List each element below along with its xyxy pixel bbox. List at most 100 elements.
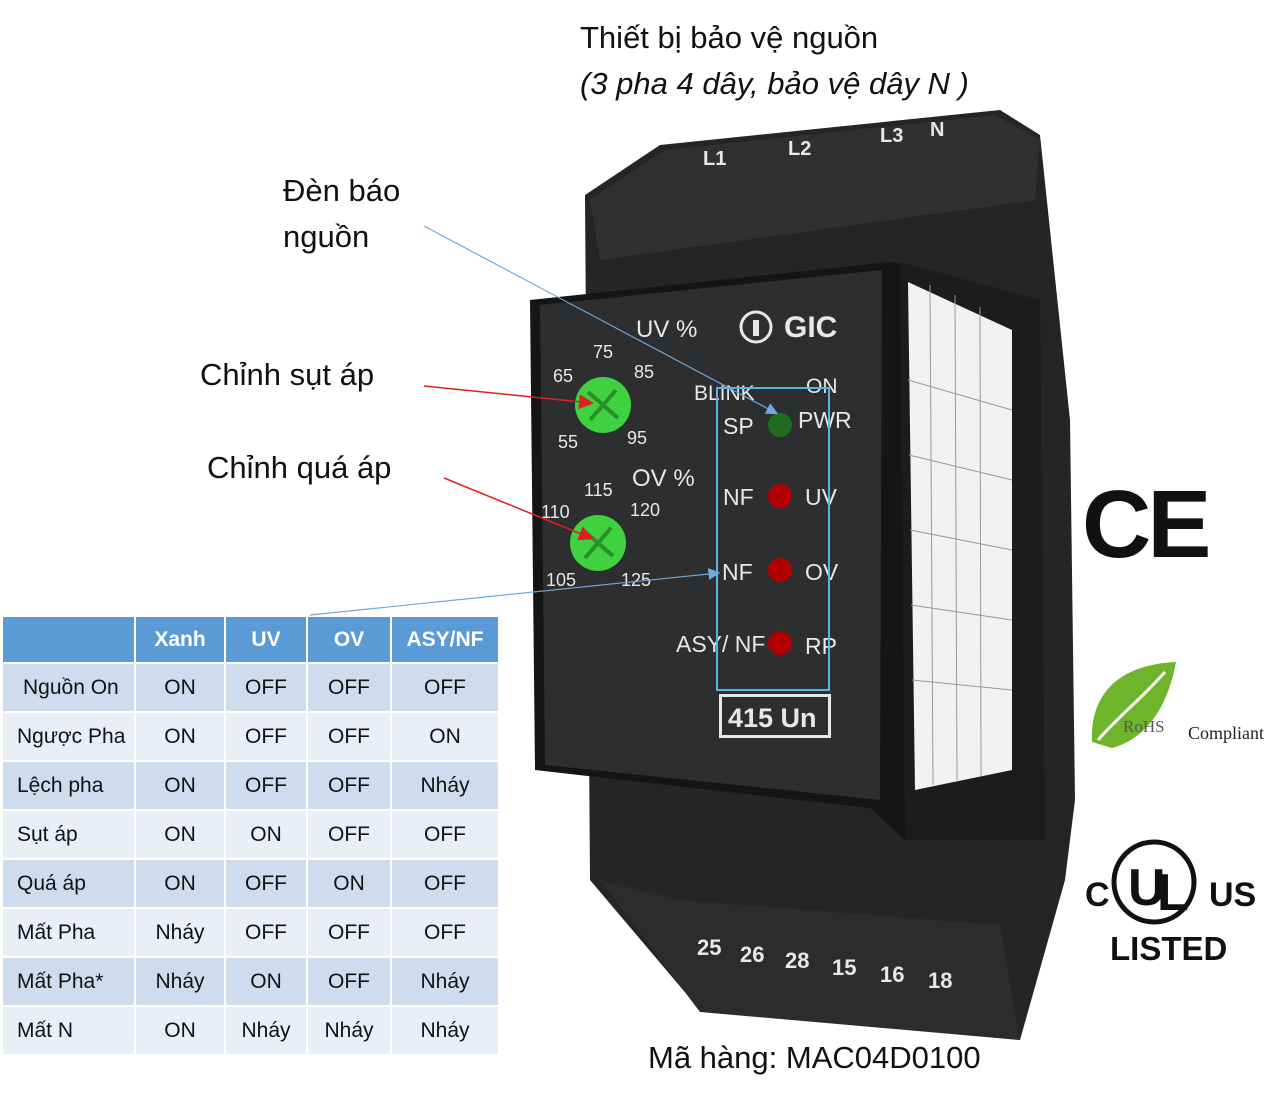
table-cell: ON (136, 860, 226, 909)
ov-led (768, 558, 792, 582)
led-label-nf-1: NF (723, 484, 754, 510)
table-cell: OFF (392, 664, 500, 713)
svg-text:U: U (1128, 859, 1166, 917)
table-cell: ON (308, 860, 392, 909)
ov-scale-115: 115 (584, 480, 613, 500)
table-cell: Nháy (392, 762, 500, 811)
table-cell: OFF (308, 811, 392, 860)
header-asy-nf: ASY/NF (392, 617, 500, 664)
table-row: Lệch pha ON OFF OFF Nháy (3, 762, 500, 811)
table-row: Mất Pha Nháy OFF OFF OFF (3, 909, 500, 958)
header-blank (3, 617, 136, 664)
ce-mark: CE (1082, 471, 1211, 578)
arrow-undervoltage (423, 385, 594, 410)
uv-scale-65: 65 (553, 366, 573, 386)
power-led (768, 413, 792, 437)
table-cell: Mất Pha (3, 909, 136, 958)
uv-scale-55: 55 (558, 432, 578, 452)
table-cell: OFF (226, 664, 308, 713)
led-label-uv: UV (805, 484, 838, 510)
callout-undervoltage: Chỉnh sụt áp (200, 357, 375, 392)
led-label-sp: SP (723, 413, 754, 439)
table-cell: ON (226, 958, 308, 1007)
table-cell: Nháy (392, 1007, 500, 1056)
table-cell: ON (136, 1007, 226, 1056)
callout-power-led-line2: nguồn (283, 219, 370, 254)
table-row: Ngược Pha ON OFF OFF ON (3, 713, 500, 762)
ov-scale-120: 120 (630, 500, 660, 520)
table-cell: OFF (392, 909, 500, 958)
rp-led (768, 631, 792, 655)
led-label-asy-nf: ASY/ NF (676, 631, 765, 657)
terminal-25: 25 (697, 935, 721, 960)
arrow-table (309, 568, 721, 616)
callout-overvoltage: Chỉnh quá áp (207, 450, 392, 485)
uv-led (768, 484, 792, 508)
header-ov: OV (308, 617, 392, 664)
table-cell: OFF (226, 713, 308, 762)
callout-power-led: Đèn báo nguồn (283, 168, 400, 260)
table-cell: OFF (308, 664, 392, 713)
led-highlight-box (716, 387, 830, 691)
table-cell: ON (226, 811, 308, 860)
terminal-L3: L3 (880, 125, 903, 147)
callout-power-led-line1: Đèn báo (283, 173, 401, 208)
table-row: Mất N ON Nháy Nháy Nháy (3, 1007, 500, 1056)
terminal-26: 26 (740, 942, 764, 967)
ov-scale-110: 110 (541, 502, 570, 522)
led-label-pwr: PWR (798, 407, 852, 433)
led-label-nf-2: NF (722, 559, 753, 585)
header-uv: UV (226, 617, 308, 664)
title-line-1: Thiết bị bảo vệ nguồn (580, 20, 879, 55)
gic-logo-icon (739, 310, 773, 344)
svg-text:L: L (1157, 864, 1189, 922)
led-label-ov: OV (805, 559, 839, 585)
terminal-15: 15 (832, 955, 856, 980)
uv-label: UV % (636, 316, 697, 343)
table-cell: OFF (308, 909, 392, 958)
led-label-rp: RP (805, 633, 837, 659)
ul-c-label: C (1085, 876, 1110, 914)
table-cell: Sụt áp (3, 811, 136, 860)
table-cell: ON (136, 811, 226, 860)
table-cell: ON (392, 713, 500, 762)
table-cell: Ngược Pha (3, 713, 136, 762)
table-cell: Lệch pha (3, 762, 136, 811)
terminal-L2: L2 (788, 138, 811, 160)
table-cell: Nháy (136, 909, 226, 958)
table-cell: Nháy (392, 958, 500, 1007)
ul-logo-icon (1111, 839, 1197, 925)
table-row: Sụt áp ON ON OFF OFF (3, 811, 500, 860)
table-cell: OFF (226, 762, 308, 811)
table-cell: Nháy (308, 1007, 392, 1056)
table-cell: OFF (392, 811, 500, 860)
table-row: Nguồn On ON OFF OFF OFF (3, 664, 500, 713)
uv-scale-95: 95 (627, 428, 647, 448)
ul-us-label: US (1209, 876, 1257, 914)
table-row: Mất Pha* Nháy ON OFF Nháy (3, 958, 500, 1007)
table-row: Quá áp ON OFF ON OFF (3, 860, 500, 909)
terminal-N: N (930, 119, 944, 141)
rohs-label: RoHS (1123, 717, 1165, 736)
table-cell: OFF (308, 762, 392, 811)
ov-label: OV % (632, 465, 695, 492)
table-cell: ON (136, 664, 226, 713)
ov-scale-105: 105 (546, 570, 576, 590)
product-code: Mã hàng: MAC04D0100 (648, 1040, 981, 1075)
uv-scale-75: 75 (593, 342, 613, 362)
terminal-16: 16 (880, 962, 904, 987)
table-cell: Nguồn On (3, 664, 136, 713)
table-cell: Quá áp (3, 860, 136, 909)
table-cell: OFF (226, 909, 308, 958)
ov-scale-125: 125 (621, 570, 651, 590)
table-cell: Mất N (3, 1007, 136, 1056)
table-cell: OFF (392, 860, 500, 909)
model-label: 415 Un (728, 703, 817, 733)
table-cell: ON (136, 762, 226, 811)
terminal-28: 28 (785, 948, 809, 973)
table-cell: OFF (308, 713, 392, 762)
led-status-table: Xanh UV OV ASY/NF Nguồn On ON OFF OFF OF… (3, 617, 500, 1056)
rohs-compliant-label: Compliant (1188, 723, 1264, 743)
header-xanh: Xanh (136, 617, 226, 664)
ul-listed-label: LISTED (1110, 930, 1228, 967)
